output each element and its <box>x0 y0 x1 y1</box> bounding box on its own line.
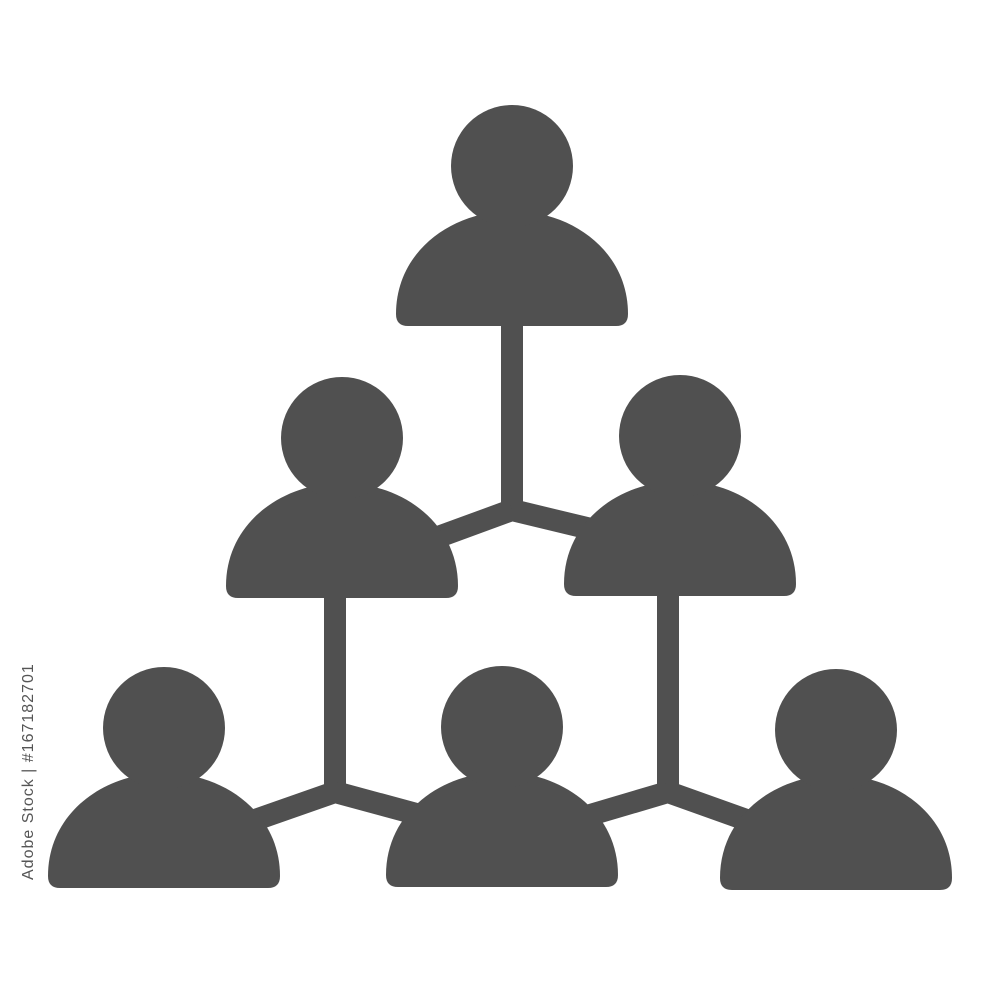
person-bottom-left-icon <box>48 667 280 888</box>
person-head <box>103 667 225 789</box>
person-top-icon <box>396 105 628 326</box>
person-body <box>48 773 280 888</box>
person-head <box>441 666 563 788</box>
person-body <box>226 483 458 598</box>
person-body <box>386 772 618 887</box>
person-head <box>451 105 573 227</box>
connector-lines <box>251 325 756 833</box>
person-middle-right-icon <box>564 375 796 596</box>
person-body <box>564 481 796 596</box>
stock-id-text: Adobe Stock | #167182701 <box>20 663 37 880</box>
person-head <box>775 669 897 791</box>
person-bottom-center-icon <box>386 666 618 887</box>
person-body <box>396 211 628 326</box>
person-middle-left-icon <box>226 377 458 598</box>
person-body <box>720 775 952 890</box>
person-head <box>281 377 403 499</box>
person-bottom-right-icon <box>720 669 952 890</box>
person-head <box>619 375 741 497</box>
